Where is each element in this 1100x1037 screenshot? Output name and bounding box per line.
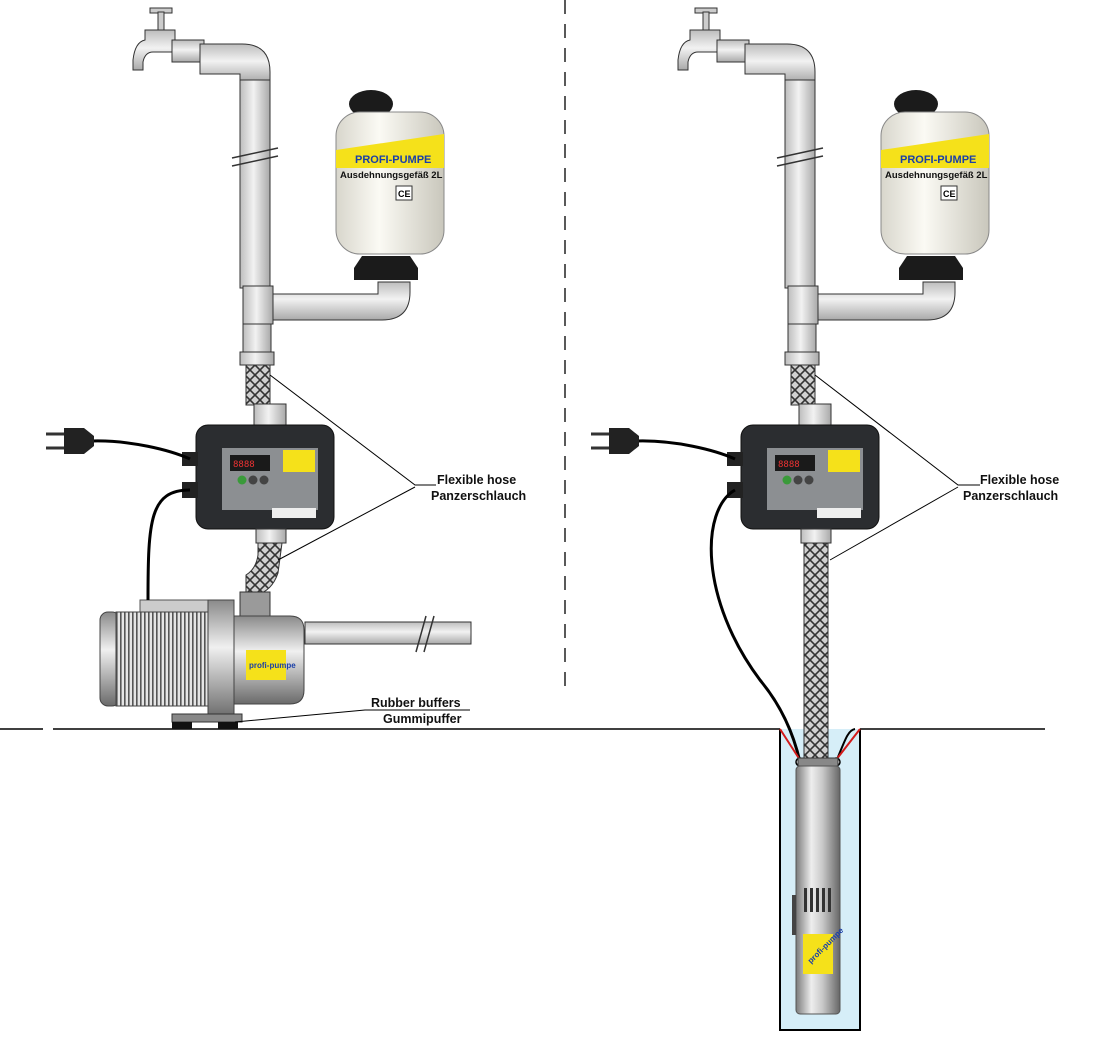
ce-mark: CE [398,189,411,199]
surface-pump-setup: PROFI-PUMPE Ausdehnungsgefäß 2L CE 8888 [46,7,472,729]
flexible-hose-label-de: Panzerschlauch [963,489,1058,503]
cable-seal [779,728,861,761]
flexible-hose-label-en: Flexible hose [980,473,1059,487]
rubber-buffer [218,722,238,729]
rubber-buffer [172,722,192,729]
tank-brand-label: PROFI-PUMPE [355,154,431,166]
power-cord [46,428,191,601]
flexible-hose-label-en: Flexible hose [437,473,516,487]
pump-cable [709,488,802,763]
supply-pipe-elbow [199,43,271,83]
left-callouts: Flexible hose Panzerschlauch Rubber buff… [234,374,526,726]
flexible-hose-label-de: Panzerschlauch [431,489,526,503]
pump-logo: profi-pumpe [249,661,296,670]
expansion-tank: PROFI-PUMPE Ausdehnungsgefäß 2L CE [335,90,445,280]
tank-name-label: Ausdehnungsgefäß 2L [885,170,988,181]
rubber-buffers-label-en: Rubber buffers [371,696,461,710]
controller-display: 8888 [233,460,255,470]
submersible-pump-setup: PROFI-PUMPE Ausdehnungsgefäß 2L CE 8888 [591,7,990,1031]
tank-branch-pipe [272,281,411,321]
flexible-hose-upper [245,364,271,406]
flexible-hose-riser [803,542,829,759]
rubber-buffers-label-de: Gummipuffer [383,712,462,726]
submersible-pump: profi-pumpe [792,757,846,1015]
surface-pump: profi-pumpe [99,591,472,729]
tank-brand-label: PROFI-PUMPE [900,154,976,166]
right-callouts: Flexible hose Panzerschlauch [814,374,1059,561]
supply-pipe [239,79,271,289]
pressure-controller: 8888 [182,424,335,530]
tank-name-label: Ausdehnungsgefäß 2L [340,170,443,181]
flexible-hose-lower [245,542,283,596]
upper-assembly: PROFI-PUMPE Ausdehnungsgefäß 2L CE 8888 [591,7,990,530]
controller-display: 8888 [778,460,800,470]
ce-mark: CE [943,189,956,199]
faucet [132,7,205,71]
t-junction [242,285,274,325]
